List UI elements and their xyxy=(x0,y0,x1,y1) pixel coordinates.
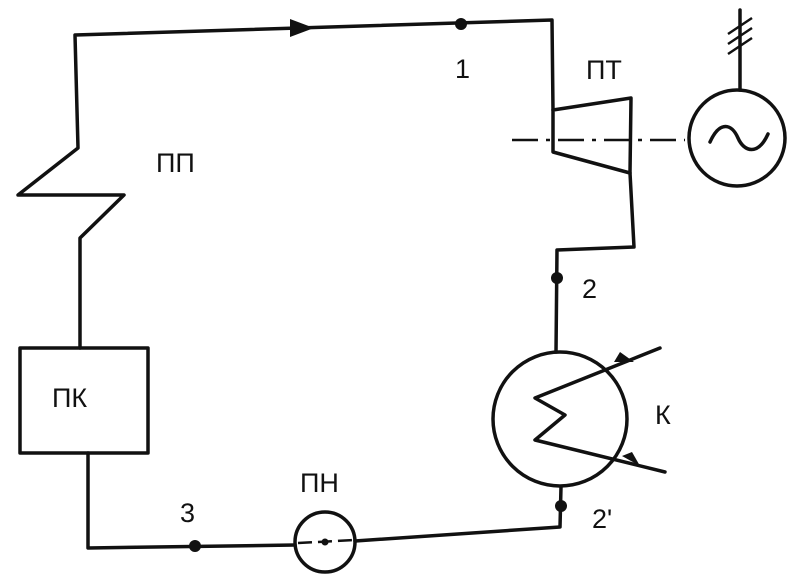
boiler-box xyxy=(18,346,150,455)
circuit-left-upper xyxy=(16,18,555,350)
svg-text:1: 1 xyxy=(455,54,470,84)
condenser-label: К xyxy=(655,400,671,430)
three-phase-output-icon xyxy=(727,16,753,56)
svg-text:3: 3 xyxy=(180,498,195,528)
flow-arrow xyxy=(290,19,314,37)
state-point-2-prime: 2' xyxy=(555,500,612,534)
svg-text:2': 2' xyxy=(592,504,612,534)
generator-sine-icon xyxy=(687,88,787,188)
svg-text:2: 2 xyxy=(582,274,597,304)
pump-label: ПН xyxy=(300,468,339,498)
boiler-label: ПК xyxy=(52,383,87,413)
state-point-2: 2 xyxy=(551,272,597,304)
circuit-condenser-to-pump xyxy=(353,485,563,543)
circuit-turbine-to-condenser xyxy=(554,171,636,354)
superheater-label: ПП xyxy=(156,148,195,178)
circuit-pump-to-boiler xyxy=(86,451,297,550)
turbine-body xyxy=(551,96,633,175)
pump-circle-icon xyxy=(293,510,357,574)
state-point-3: 3 xyxy=(180,498,201,552)
turbine-label: ПТ xyxy=(586,55,622,85)
condenser-coil-icon xyxy=(491,346,667,488)
state-point-1: 1 xyxy=(455,18,470,84)
